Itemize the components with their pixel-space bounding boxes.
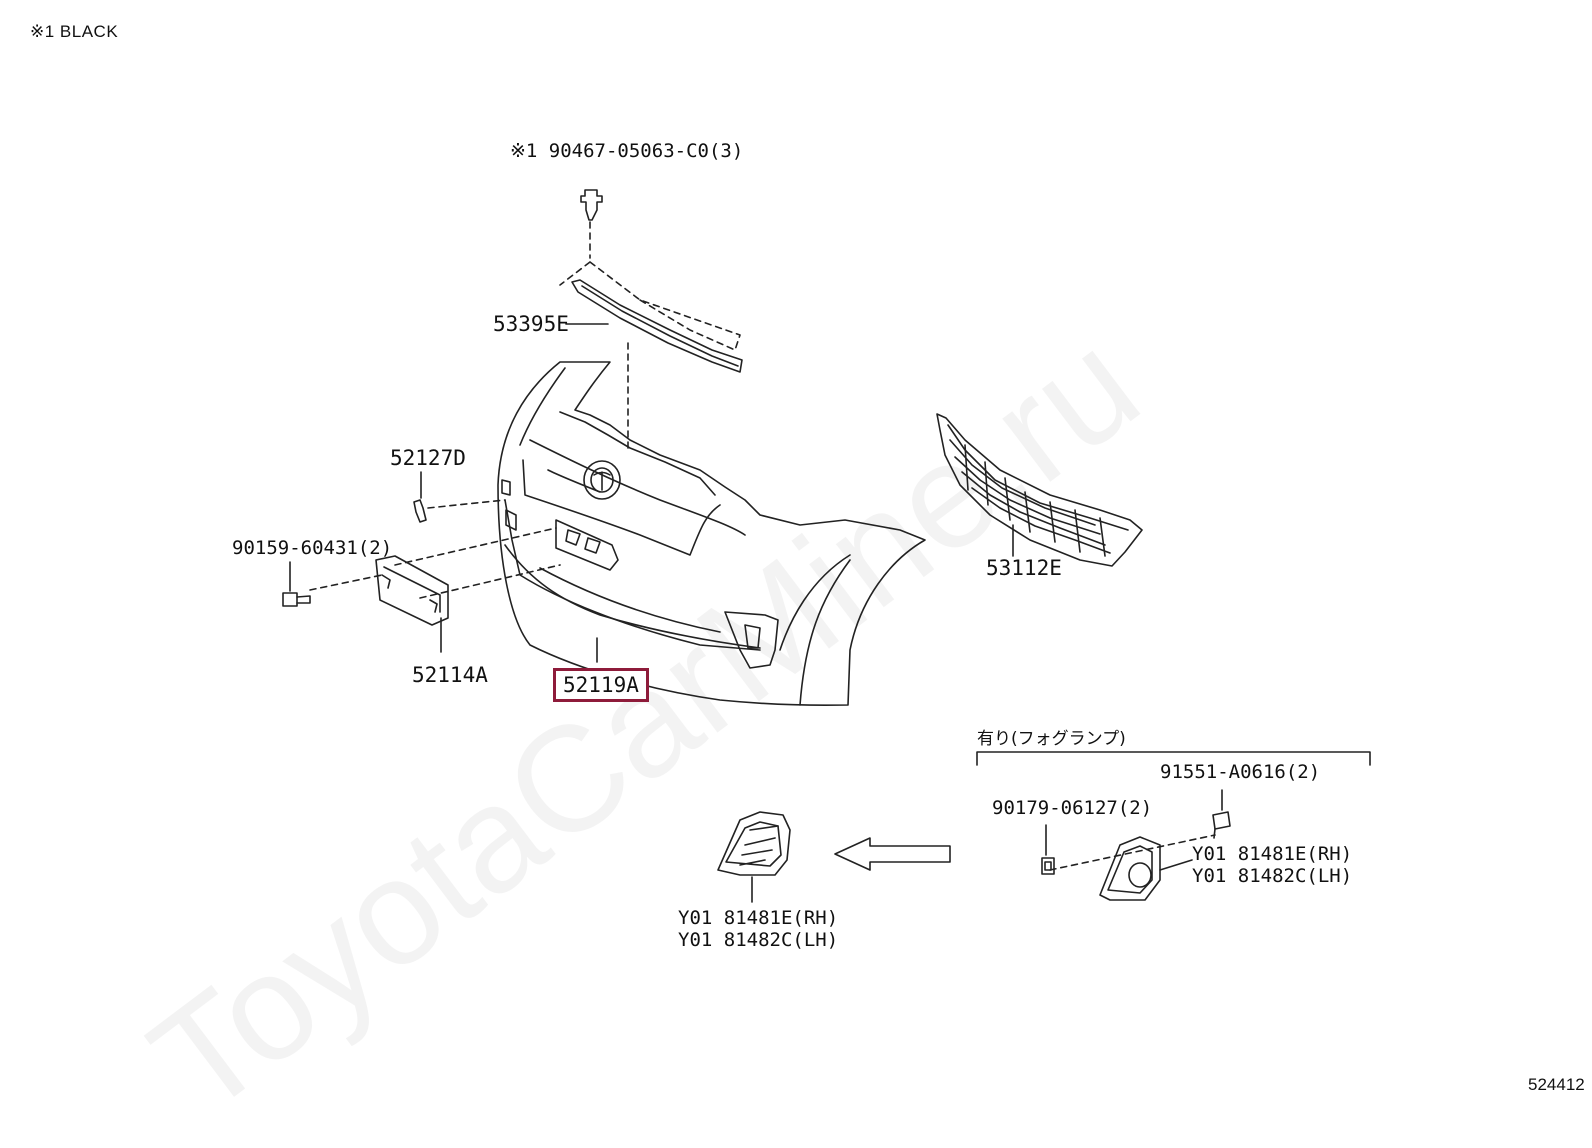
diagram-reference-code: 524412 [1528,1075,1585,1094]
label-molding[interactable]: 53395E [493,312,569,336]
bumper-cover-part [497,361,926,707]
leader-bracket-dash-2 [309,564,561,599]
retainer-part [413,499,427,523]
clip-part [580,189,603,221]
label-fog-screw[interactable]: 91551-A0616(2) [1160,761,1321,783]
exploded-view-drawing [282,189,1371,903]
leader-clip-box [559,261,741,351]
label-fog-group: 有り(フォグランプ) [977,729,1126,749]
parts-diagram-page: { "note": "※1 BLACK", "watermark": "Toyo… [30,22,1585,1146]
fog-cover-left-part [717,811,791,876]
label-fog-cover-rh-left[interactable]: Y01 81481E(RH) [678,907,839,929]
color-note: ※1 BLACK [30,22,119,41]
lower-grille-part [936,413,1143,567]
fog-screw-part [1212,811,1231,839]
leader-fog-dash [1049,834,1216,871]
fog-cover-right-part [1099,836,1161,901]
label-clip[interactable]: ※1 90467-05063-C0(3) [510,140,744,162]
label-bumper-cover[interactable]: 52119A [553,668,649,702]
fog-group-bracket [976,751,1371,766]
fog-nut-part [1041,857,1055,875]
screw-left-part [282,592,311,607]
molding-part [571,279,743,373]
label-fog-cover-lh-left[interactable]: Y01 81482C(LH) [678,929,839,951]
leader-fog-cover-right [1159,859,1193,871]
label-fog-cover-lh-right[interactable]: Y01 81482C(LH) [1192,865,1353,887]
leader-bracket-dash-1 [394,527,557,566]
label-lower-grille[interactable]: 53112E [986,556,1062,580]
bracket-part [375,555,449,626]
label-bracket[interactable]: 52114A [412,663,488,687]
label-fog-cover-rh-right[interactable]: Y01 81481E(RH) [1192,843,1353,865]
leader-retainer-dash [427,499,506,509]
label-screw-left[interactable]: 90159-60431(2) [232,537,393,559]
label-fog-nut[interactable]: 90179-06127(2) [992,797,1153,819]
label-retainer[interactable]: 52127D [390,446,466,470]
direction-arrow [834,837,951,871]
